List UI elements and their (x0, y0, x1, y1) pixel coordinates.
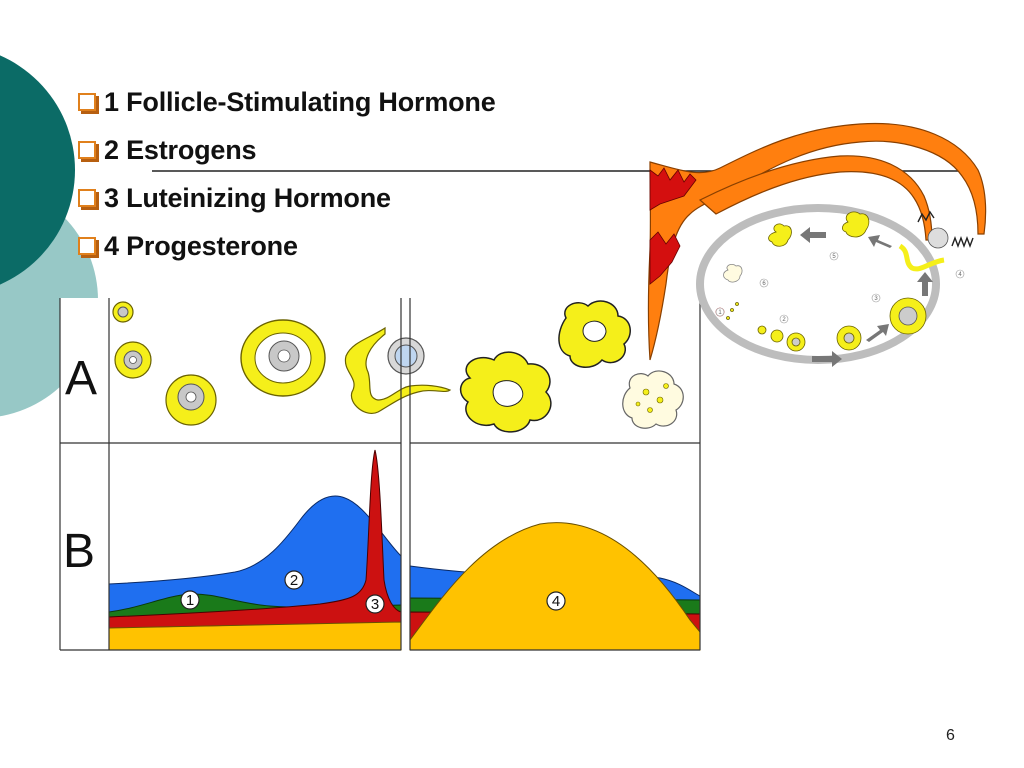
svg-text:3: 3 (371, 596, 379, 613)
svg-text:4: 4 (552, 593, 560, 610)
hormone-graph: 1 2 3 4 (108, 449, 701, 651)
marker-fsh: 1 (180, 590, 200, 610)
row-b-label: B (63, 525, 95, 578)
checkbox-bullet-icon (78, 141, 96, 159)
cycle-arrows (800, 227, 933, 367)
ovary-stage-numbers (715, 251, 965, 324)
arrow-left-icon (868, 235, 892, 248)
arrow-up-right-icon (866, 324, 889, 342)
checkbox-bullet-icon (78, 189, 96, 207)
ovary-cycle-diagram: 1 2 3 4 5 6 (696, 204, 965, 367)
row-a-label: A (65, 352, 97, 405)
arrow-right-icon (812, 351, 842, 367)
svg-text:6: 6 (762, 281, 766, 287)
arrow-up-icon (917, 272, 933, 296)
svg-text:4: 4 (958, 272, 962, 278)
checkbox-bullet-icon (78, 237, 96, 255)
released-oocyte (387, 337, 425, 375)
bullet-item: 3 Luteinizing Hormone (78, 174, 496, 222)
progesterone-curve (409, 522, 701, 651)
page-number: 6 (946, 727, 955, 744)
follicle-sequence (112, 300, 684, 433)
marker-progesterone: 4 (546, 591, 566, 611)
svg-text:5: 5 (832, 254, 836, 260)
corpus-luteum-late-hole (582, 320, 607, 342)
mini-follicles (715, 211, 949, 352)
corpus-albicans-spots (635, 383, 669, 413)
bullet-label: 2 Estrogens (104, 134, 257, 165)
arrow-left-icon (800, 227, 826, 243)
bullet-label: 3 Luteinizing Hormone (104, 182, 391, 213)
fimbriae (917, 210, 974, 248)
svg-text:1: 1 (718, 310, 722, 316)
endometrium-edge (649, 231, 681, 285)
secondary-follicle (165, 374, 217, 426)
marker-estrogen: 2 (284, 570, 304, 590)
corpus-luteum-hole (492, 380, 524, 407)
dark-teal-circle (0, 55, 75, 285)
bullet-label: 1 Follicle-Stimulating Hormone (104, 86, 496, 117)
marker-lh: 3 (365, 594, 385, 614)
bullet-item: 2 Estrogens (78, 126, 496, 174)
fallopian-tube (647, 122, 987, 361)
bullet-item: 1 Follicle-Stimulating Hormone (78, 78, 496, 126)
svg-text:2: 2 (290, 572, 298, 589)
bullet-item: 4 Progesterone (78, 222, 496, 270)
hormone-bullet-list: 1 Follicle-Stimulating Hormone 2 Estroge… (78, 78, 496, 270)
primordial-follicle (112, 301, 134, 323)
bullet-label: 4 Progesterone (104, 230, 298, 261)
endometrium-edge (649, 167, 697, 211)
primary-follicle (114, 341, 152, 379)
svg-text:3: 3 (874, 296, 878, 302)
tertiary-follicle (240, 319, 326, 397)
panel-grid (59, 298, 701, 651)
svg-text:1: 1 (186, 592, 194, 609)
svg-text:2: 2 (782, 317, 786, 323)
ruptured-follicle (344, 326, 452, 414)
checkbox-bullet-icon (78, 93, 96, 111)
